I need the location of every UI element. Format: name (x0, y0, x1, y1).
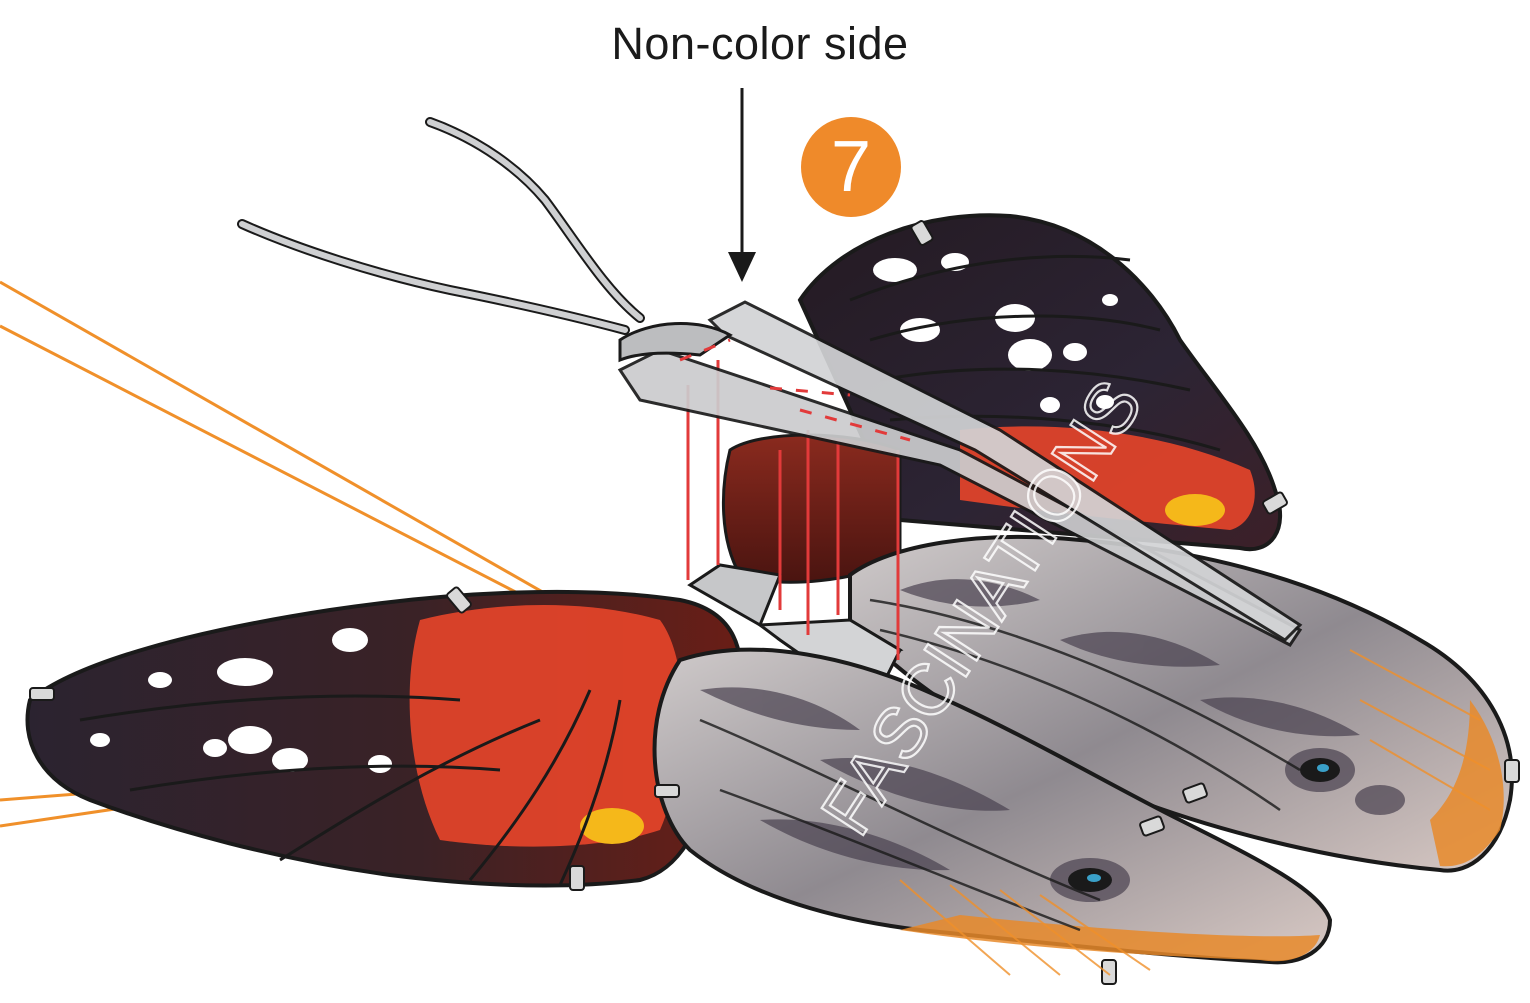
callout-arrow (728, 88, 756, 282)
left-forewing (28, 586, 741, 890)
step-number-badge: 7 (801, 117, 901, 217)
non-color-side-label: Non-color side (520, 18, 1000, 70)
antennae (242, 122, 640, 330)
arrow-head-icon (728, 252, 756, 282)
